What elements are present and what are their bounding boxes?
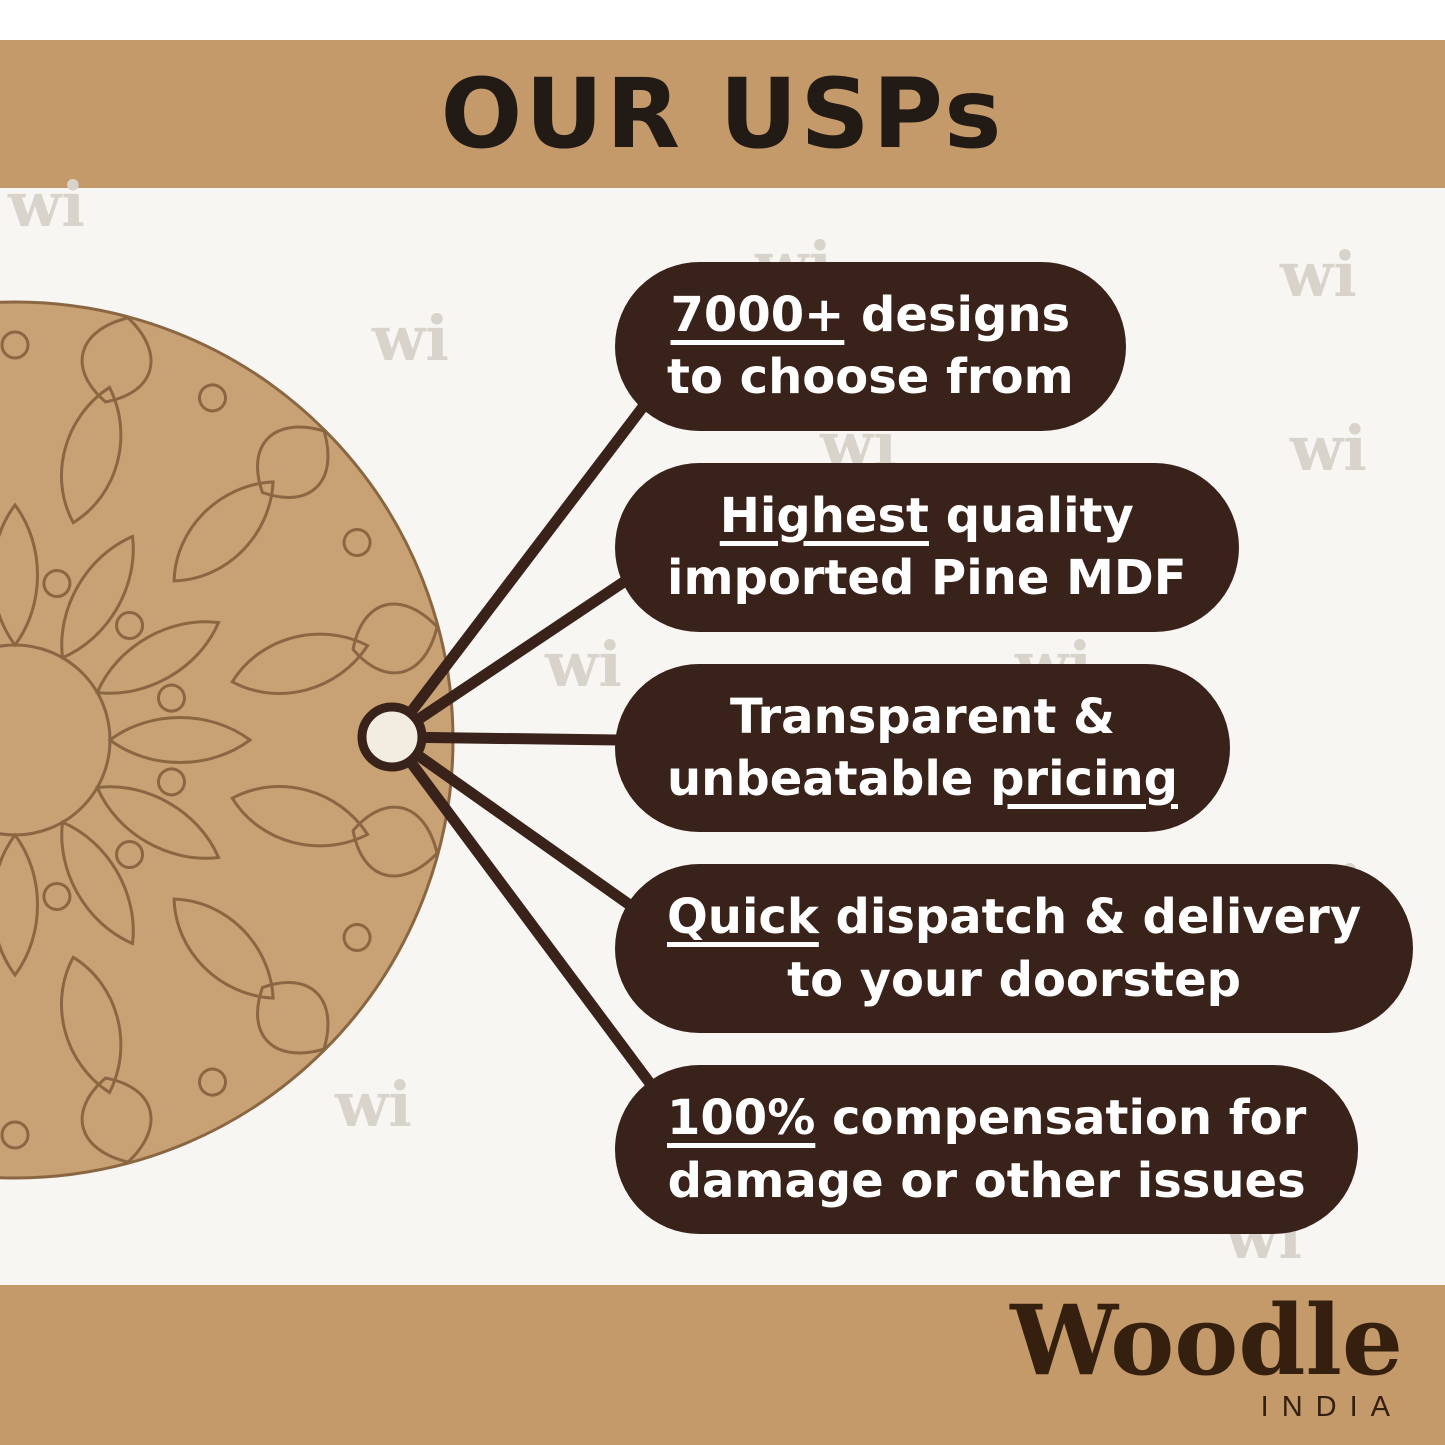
usp-text-line: Highest quality bbox=[719, 487, 1134, 544]
mandala-board-image bbox=[0, 300, 455, 1180]
usp-text-line: imported Pine MDF bbox=[667, 550, 1187, 607]
usp-pill-compensation: 100% compensation for damage or other is… bbox=[615, 1065, 1359, 1234]
brand-country-india: INDIA bbox=[1260, 1391, 1403, 1423]
usp-text-line: damage or other issues bbox=[667, 1152, 1306, 1209]
usp-text-line: Transparent & bbox=[730, 688, 1115, 745]
usp-text-line: 7000+ designs bbox=[670, 287, 1071, 343]
page-title: OUR USPs bbox=[440, 58, 1005, 170]
usp-text-line: to choose from bbox=[667, 349, 1074, 406]
brand-logo: Woodle INDIA bbox=[1010, 1293, 1403, 1424]
footer-band: Woodle INDIA bbox=[0, 1285, 1445, 1445]
usp-pill-pricing: Transparent & unbeatable pricing bbox=[615, 663, 1230, 833]
mandala-pattern bbox=[0, 307, 448, 1173]
mdf-board-circle bbox=[0, 300, 455, 1180]
usp-pill-quality: Highest quality imported Pine MDF bbox=[615, 462, 1239, 632]
usp-list: 7000+ designs to choose from Highest qua… bbox=[615, 262, 1414, 1234]
usp-pill-designs: 7000+ designs to choose from bbox=[615, 262, 1126, 431]
usp-text-line: Quick dispatch & delivery bbox=[667, 889, 1362, 946]
top-white-strip bbox=[0, 0, 1445, 40]
watermark-wi-logo: wi bbox=[1290, 412, 1367, 485]
usp-text-line: to your doorstep bbox=[787, 951, 1241, 1008]
usp-pill-dispatch: Quick dispatch & delivery to your doorst… bbox=[615, 864, 1414, 1034]
usp-text-line: unbeatable pricing bbox=[667, 750, 1178, 807]
watermark-wi-logo: wi bbox=[8, 168, 85, 241]
header-band: OUR USPs bbox=[0, 40, 1445, 188]
usp-text-line: 100% compensation for bbox=[667, 1090, 1307, 1147]
brand-logo-woodle: Woodle bbox=[1010, 1284, 1403, 1397]
watermark-wi-logo: wi bbox=[1280, 238, 1357, 311]
watermark-wi-logo: wi bbox=[545, 628, 622, 701]
